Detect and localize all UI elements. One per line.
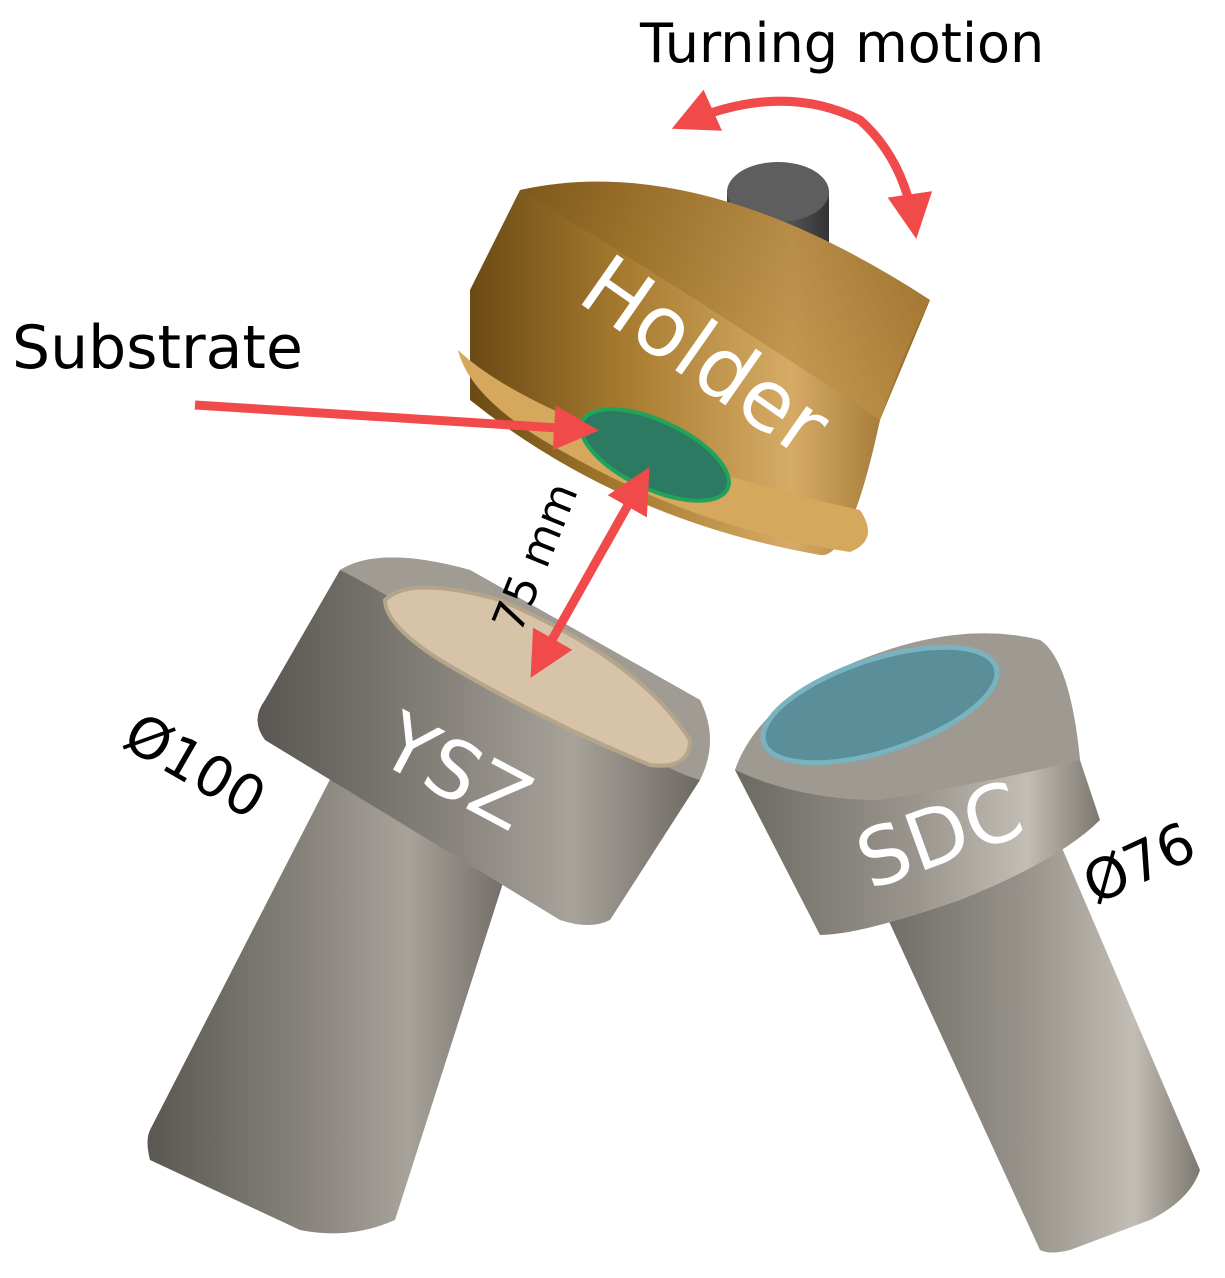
ysz-diameter-label: Ø100 [113,701,276,833]
substrate-label: Substrate [12,313,303,383]
distance-label: 75 mm [483,476,589,639]
turning-motion-label: Turning motion [639,12,1044,75]
sdc-shaft [870,820,1200,1253]
sdc-target-assembly [735,633,1200,1253]
distance-arrow [530,467,650,678]
ysz-target-assembly [147,557,710,1234]
turning-motion-arrow [671,89,933,239]
ysz-shaft [147,760,520,1234]
substrate-pointer-arrow [194,400,599,451]
holder-disk [458,181,930,556]
sdc-target-surface [760,644,1000,766]
